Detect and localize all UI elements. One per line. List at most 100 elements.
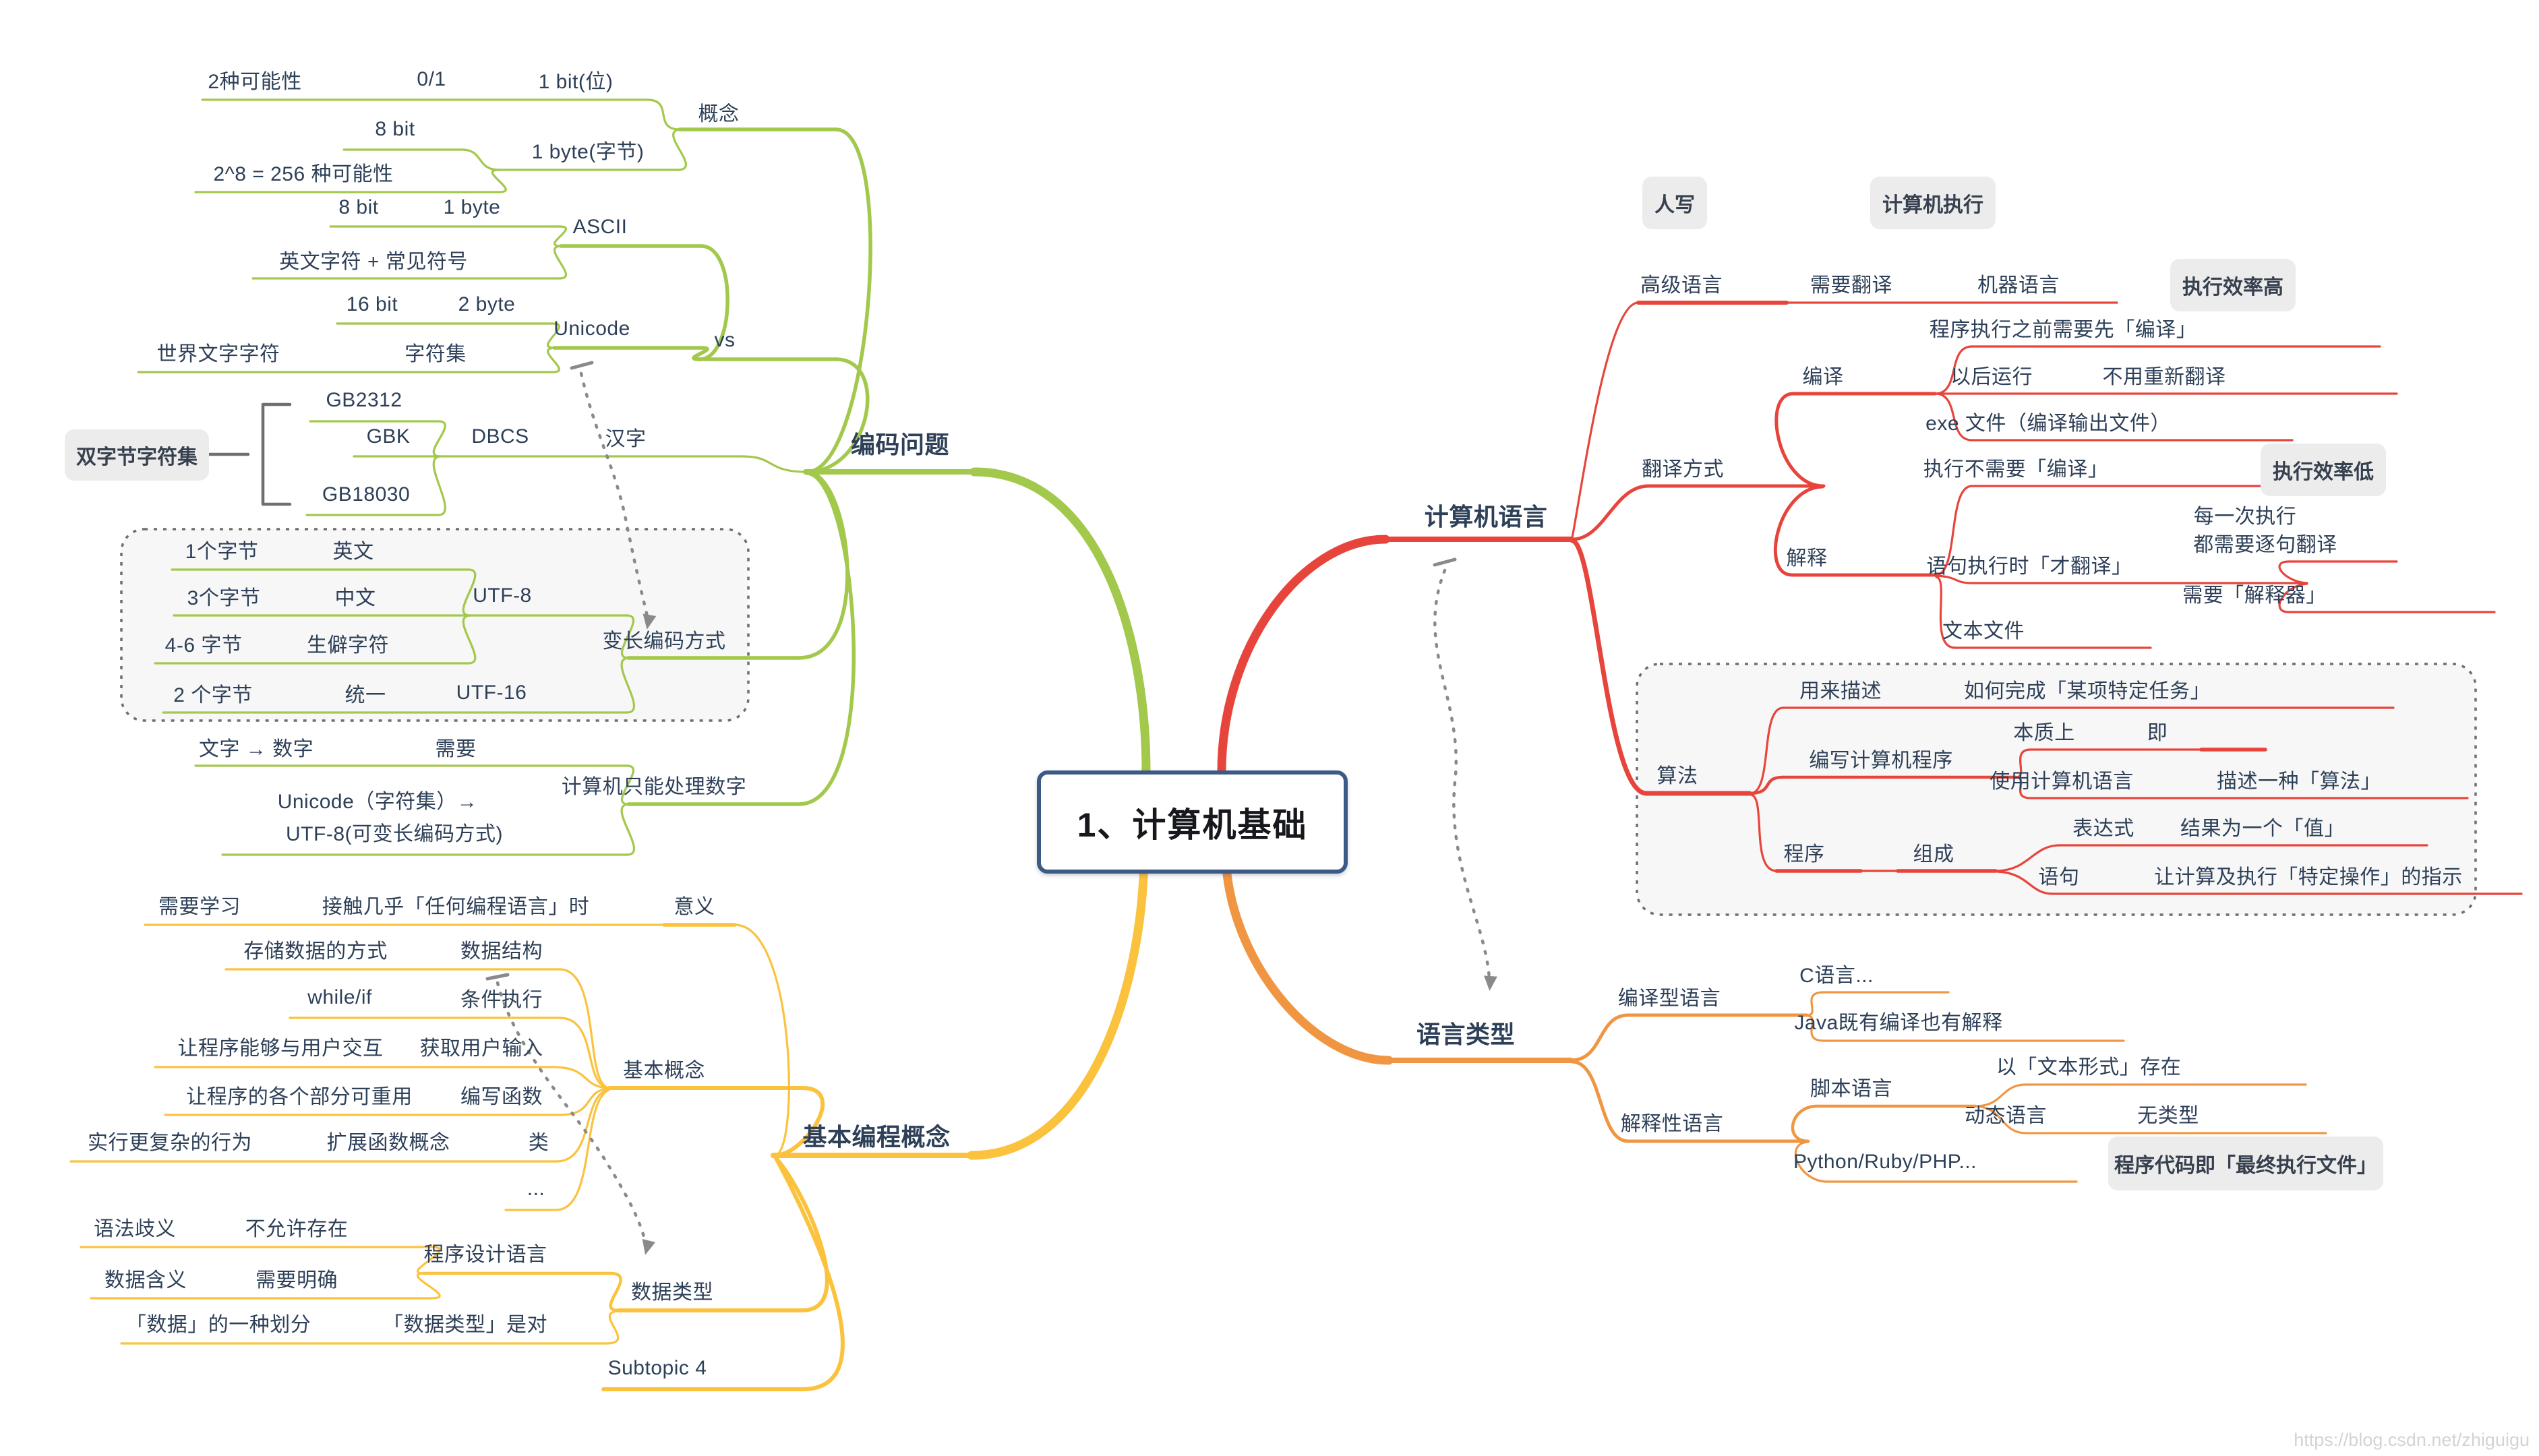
node-need-interpreter[interactable]: 需要「解释器」 (2182, 584, 2327, 607)
node-compiled-language[interactable]: 编译型语言 (1617, 988, 1721, 1010)
node-computer-only-numbers[interactable]: 计算机只能处理数字 (561, 776, 747, 798)
node-programming-language[interactable]: 程序设计语言 (423, 1244, 547, 1266)
node-no-type[interactable]: 无类型 (2137, 1105, 2199, 1127)
node-user-interaction[interactable]: 让程序能够与用户交互 (177, 1037, 384, 1060)
chip-high-efficiency[interactable]: 执行效率高 (2170, 259, 2296, 311)
node-namely[interactable]: 即 (2147, 722, 2168, 744)
node-get-user-input[interactable]: 获取用户输入 (419, 1037, 543, 1060)
node-every-run[interactable]: 每一次执行 (2193, 506, 2297, 528)
node-describe-algorithm[interactable]: 描述一种「算法」 (2217, 770, 2381, 793)
node-world-chars[interactable]: 世界文字字符 (156, 343, 280, 365)
node-java-both[interactable]: Java既有编译也有解释 (1794, 1012, 2003, 1034)
node-compile-before-run[interactable]: 程序执行之前需要先「编译」 (1929, 319, 2197, 341)
node-need[interactable]: 需要 (435, 738, 477, 760)
node-two-possibilities[interactable]: 2种可能性 (208, 71, 302, 93)
node-write-program[interactable]: 编写计算机程序 (1809, 750, 1953, 772)
node-text-form[interactable]: 以「文本形式」存在 (1996, 1056, 2182, 1079)
node-need-translation[interactable]: 需要翻译 (1810, 274, 1892, 297)
node-vs[interactable]: vs (714, 329, 736, 351)
node-variable-length-encoding[interactable]: 变长编码方式 (602, 630, 726, 653)
node-must-be-clear[interactable]: 需要明确 (256, 1269, 338, 1292)
node-basic-concepts[interactable]: 基本概念 (623, 1060, 705, 1082)
node-syntax-ambiguity[interactable]: 语法歧义 (94, 1218, 176, 1240)
node-essentially[interactable]: 本质上 (2013, 722, 2075, 744)
node-data-meaning[interactable]: 数据含义 (104, 1269, 187, 1292)
node-program[interactable]: 程序 (1783, 843, 1825, 866)
node-english-symbols[interactable]: 英文字符 + 常见符号 (279, 251, 468, 273)
node-exe-file[interactable]: exe 文件（编译输出文件） (1925, 413, 2171, 435)
node-algorithm[interactable]: 算法 (1656, 765, 1698, 787)
node-describe[interactable]: 用来描述 (1799, 680, 1882, 702)
node-gb2312[interactable]: GB2312 (326, 389, 402, 411)
node-script-language[interactable]: 脚本语言 (1810, 1078, 1892, 1100)
node-complex-behavior[interactable]: 实行更复杂的行为 (88, 1132, 252, 1154)
node-machine-language[interactable]: 机器语言 (1977, 274, 2060, 297)
node-english[interactable]: 英文 (332, 541, 374, 563)
chip-double-byte-charset[interactable]: 双字节字符集 (65, 429, 209, 481)
node-ascii[interactable]: ASCII (572, 216, 628, 238)
central-topic[interactable]: 1、计算机基础 (1037, 770, 1348, 874)
node-subtopic4[interactable]: Subtopic 4 (607, 1357, 707, 1379)
node-datatype-is-for[interactable]: 「数据类型」是对 (383, 1314, 547, 1336)
node-complete-task[interactable]: 如何完成「某项特定任务」 (1964, 680, 2211, 702)
node-extend-function[interactable]: 扩展函数概念 (326, 1132, 450, 1154)
node-dbcs[interactable]: DBCS (471, 425, 529, 448)
node-run-without-compile[interactable]: 执行不需要「编译」 (1923, 458, 2109, 481)
node-concept[interactable]: 概念 (698, 103, 740, 125)
node-1-byte-cn[interactable]: 1个字节 (185, 541, 259, 563)
node-3-bytes[interactable]: 3个字节 (187, 587, 261, 609)
node-hanzi[interactable]: 汉字 (605, 428, 647, 450)
node-one-byte[interactable]: 1 byte(字节) (531, 141, 645, 163)
node-256-possibilities[interactable]: 2^8 = 256 种可能性 (213, 163, 394, 185)
node-2byte[interactable]: 2 byte (458, 293, 516, 315)
node-result-value[interactable]: 结果为一个「值」 (2180, 818, 2345, 840)
node-translate-line-by-line[interactable]: 都需要逐句翻译 (2193, 534, 2337, 556)
branch-encoding[interactable]: 编码问题 (850, 431, 950, 458)
node-utf8-variable[interactable]: UTF-8(可变长编码方式) (286, 823, 503, 845)
node-8bit-b[interactable]: 8 bit (338, 196, 379, 218)
chip-computer-executes[interactable]: 计算机执行 (1870, 177, 1996, 229)
node-meaning[interactable]: 意义 (674, 896, 715, 918)
node-8bit-a[interactable]: 8 bit (375, 118, 415, 140)
node-interpret[interactable]: 解释 (1786, 547, 1828, 570)
node-while-if[interactable]: while/if (307, 986, 372, 1008)
node-write-functions[interactable]: 编写函数 (460, 1086, 543, 1108)
node-data-type[interactable]: 数据类型 (631, 1281, 713, 1304)
node-conditional[interactable]: 条件执行 (460, 989, 543, 1011)
node-reusable-parts[interactable]: 让程序的各个部分可重用 (186, 1086, 413, 1108)
node-translate-at-run[interactable]: 语句执行时「才翻译」 (1926, 555, 2132, 578)
node-composed-of[interactable]: 组成 (1913, 843, 1954, 866)
node-unicode[interactable]: Unicode (554, 317, 630, 340)
node-text-file[interactable]: 文本文件 (1942, 620, 2025, 642)
chip-code-is-final-file[interactable]: 程序代码即「最终执行文件」 (2108, 1136, 2383, 1190)
node-translation-method[interactable]: 翻译方式 (1642, 458, 1724, 481)
node-class[interactable]: 类 (528, 1132, 549, 1154)
node-unicode-charset-arrow[interactable]: Unicode（字符集）→ (277, 791, 478, 813)
node-python-ruby-php[interactable]: Python/Ruby/PHP... (1793, 1151, 1977, 1173)
node-text-to-number[interactable]: 文字 → 数字 (198, 738, 314, 760)
node-run-later[interactable]: 以后运行 (1950, 366, 2033, 388)
chip-human-written[interactable]: 人写 (1642, 177, 1707, 229)
node-c-language[interactable]: C语言... (1799, 965, 1874, 987)
node-4-6-bytes[interactable]: 4-6 字节 (165, 634, 243, 657)
node-dynamic-language[interactable]: 动态语言 (1965, 1105, 2047, 1127)
node-any-language[interactable]: 接触几乎「任何编程语言」时 (322, 896, 590, 918)
node-unified[interactable]: 统一 (345, 684, 386, 706)
node-store-data[interactable]: 存储数据的方式 (243, 940, 388, 963)
branch-basic-programming[interactable]: 基本编程概念 (802, 1123, 951, 1151)
node-zero-one[interactable]: 0/1 (417, 68, 446, 90)
node-data-structure[interactable]: 数据结构 (460, 940, 543, 963)
node-16bit[interactable]: 16 bit (346, 293, 398, 315)
node-statement[interactable]: 语句 (2038, 866, 2080, 888)
node-one-bit[interactable]: 1 bit(位) (538, 71, 614, 93)
branch-computer-language[interactable]: 计算机语言 (1424, 503, 1548, 530)
node-utf16[interactable]: UTF-16 (456, 681, 527, 704)
node-need-to-learn[interactable]: 需要学习 (158, 896, 241, 918)
node-gbk[interactable]: GBK (366, 425, 411, 448)
branch-language-types[interactable]: 语言类型 (1416, 1021, 1516, 1048)
node-gb18030[interactable]: GB18030 (322, 483, 411, 506)
node-interpreted-language[interactable]: 解释性语言 (1620, 1113, 1724, 1135)
node-ellipsis[interactable]: ... (527, 1178, 545, 1200)
node-high-level-language[interactable]: 高级语言 (1640, 274, 1723, 297)
node-instruction[interactable]: 让计算及执行「特定操作」的指示 (2154, 866, 2463, 888)
